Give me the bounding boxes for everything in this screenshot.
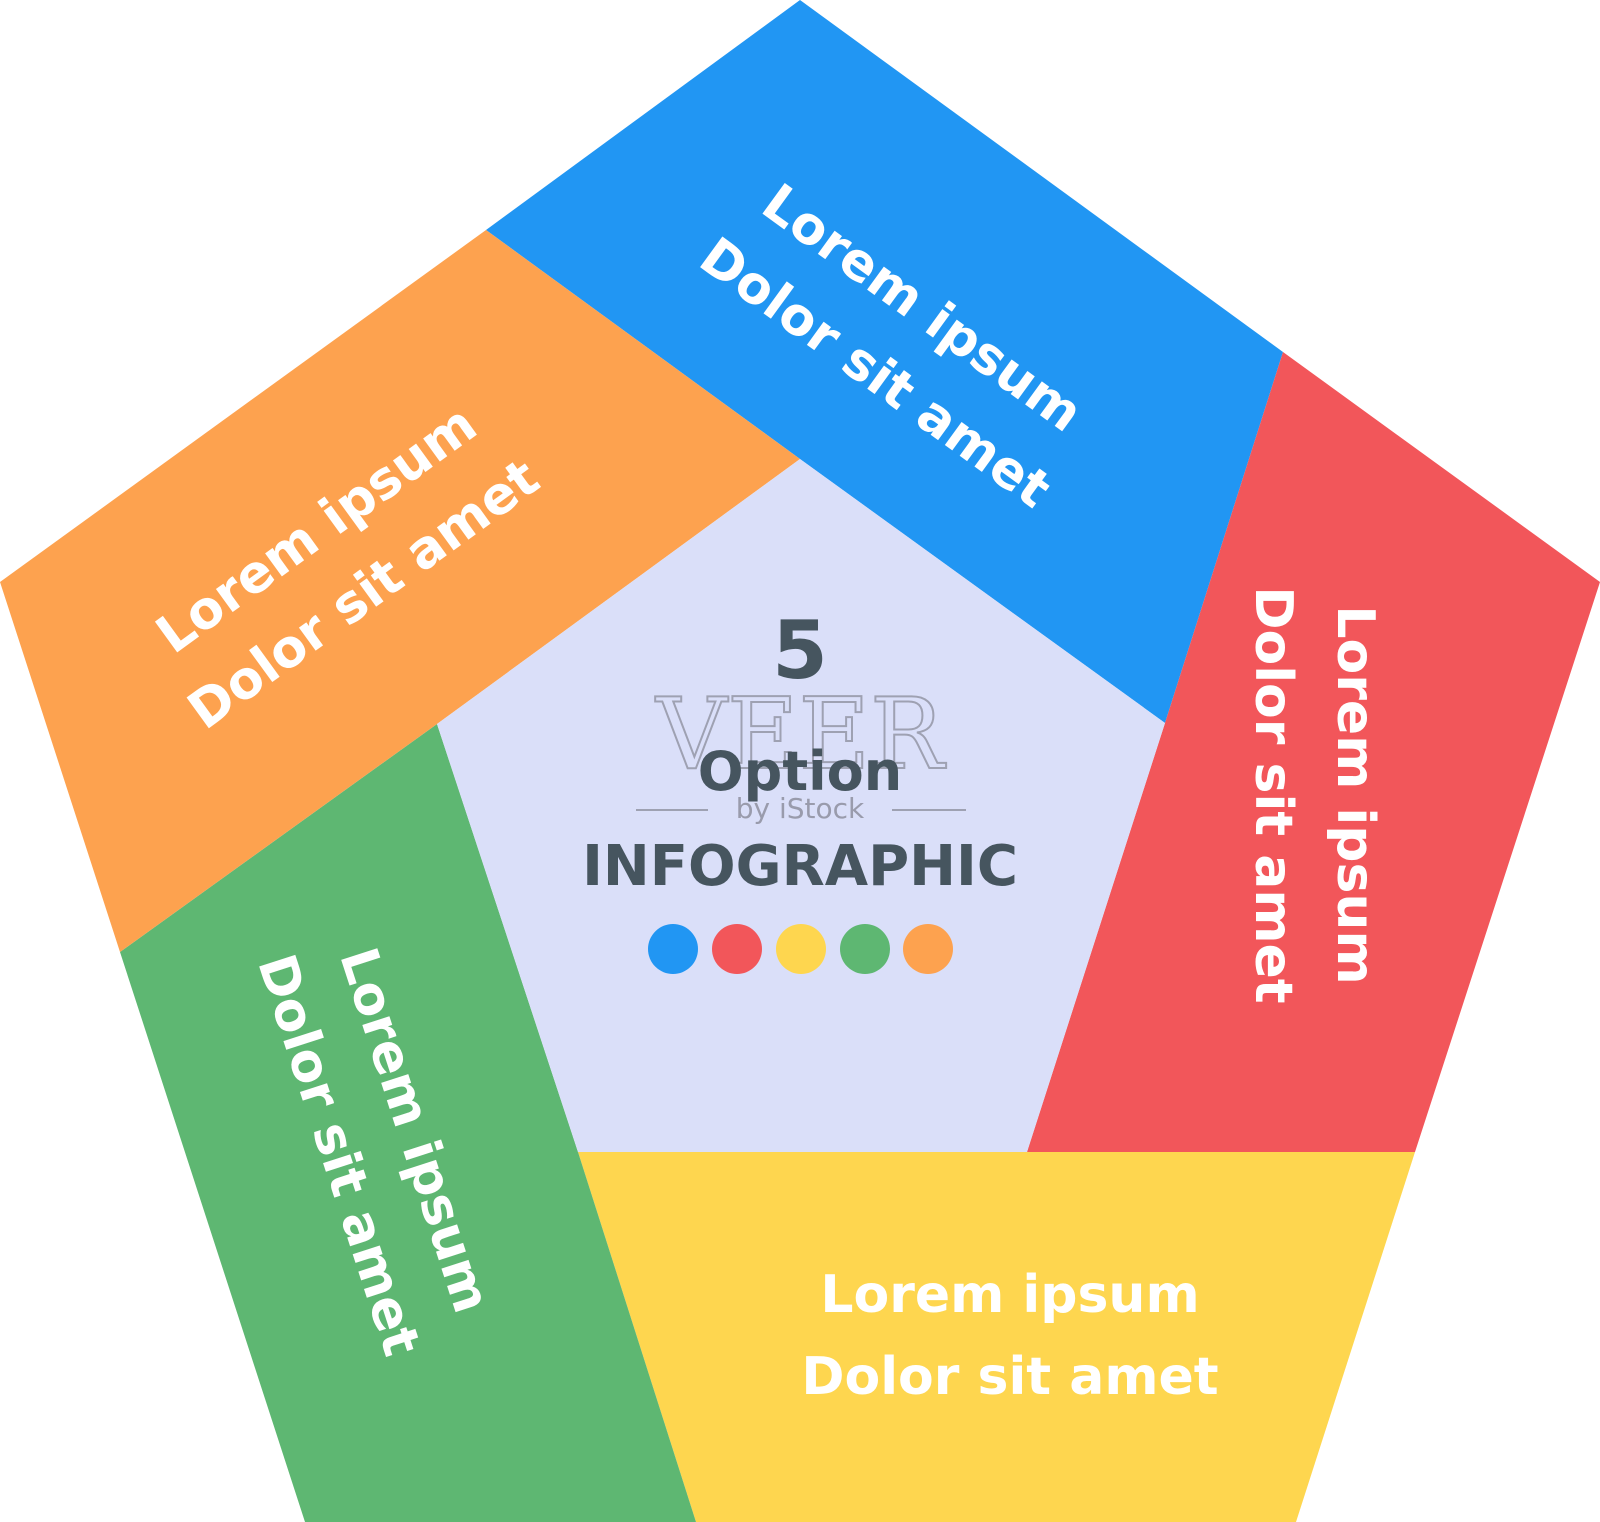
label-red: Lorem ipsum Dolor sit amet: [1243, 586, 1385, 1003]
segment-red: [1027, 352, 1600, 1152]
segment-yellow: [578, 1152, 1415, 1522]
dot-red: [712, 924, 762, 974]
watermark: VEER by iStock: [636, 677, 966, 825]
center-infographic: INFOGRAPHIC: [582, 834, 1018, 899]
dot-green: [840, 924, 890, 974]
dot-yellow: [776, 924, 826, 974]
center-pentagon: [437, 459, 1165, 1152]
label-red-line1: Lorem ipsum: [1325, 605, 1385, 984]
label-yellow: Lorem ipsum Dolor sit amet: [801, 1265, 1218, 1407]
label-red-line2: Dolor sit amet: [1243, 586, 1303, 1003]
dot-orange: [903, 924, 953, 974]
segment-green: [120, 724, 696, 1522]
label-yellow-line2: Dolor sit amet: [801, 1347, 1218, 1407]
label-yellow-line1: Lorem ipsum: [820, 1265, 1199, 1325]
dot-blue: [648, 924, 698, 974]
segment-blue: [486, 0, 1283, 723]
segment-orange: [0, 230, 800, 952]
watermark-brand: VEER: [655, 678, 947, 792]
watermark-sub: by iStock: [736, 792, 865, 825]
center-option: Option: [698, 740, 902, 803]
center-number: 5: [772, 604, 828, 697]
